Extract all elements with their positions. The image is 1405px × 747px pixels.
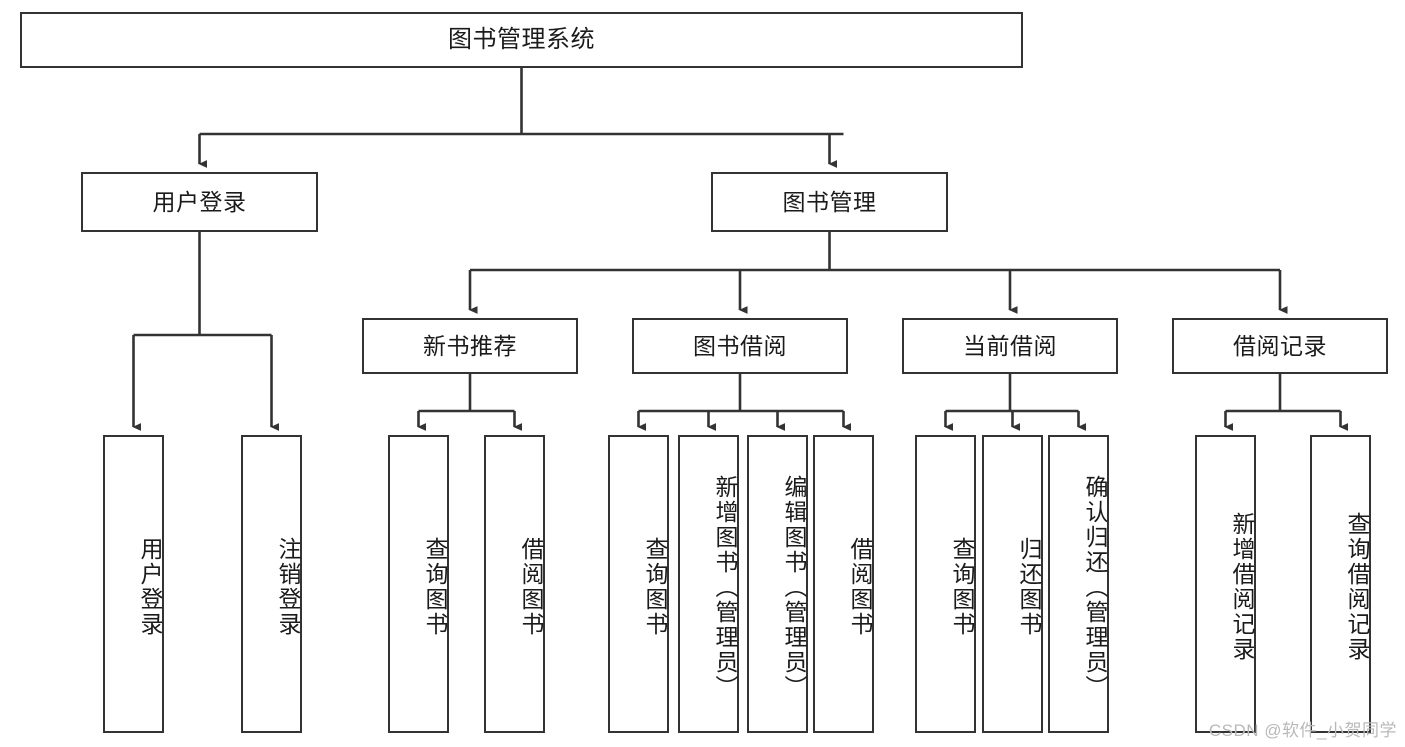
node-new-book-recommend-label: 新书推荐 [423,332,517,359]
leaf-logout-label: 注销登录 [275,537,301,637]
node-borrow-records[interactable]: 借阅记录 [1172,318,1388,374]
leaf-add-borrow-record-label: 新增借阅记录 [1229,512,1255,662]
csdn-watermark: CSDN @软件_小贺同学 [1208,721,1397,740]
leaf-query-book-borrow[interactable]: 查询图书 [608,435,669,733]
leaf-logout[interactable]: 注销登录 [241,435,302,733]
node-book-management-label: 图书管理 [782,188,877,215]
leaf-add-book[interactable]: 新增图书（管理员） [678,435,739,733]
leaf-add-book-label: 新增图书（管理员） [712,474,738,700]
node-root-label: 图书管理系统 [448,26,595,54]
leaf-edit-book-label: 编辑图书（管理员） [781,474,807,700]
leaf-add-borrow-record[interactable]: 新增借阅记录 [1195,435,1256,733]
leaf-query-book-borrow-label: 查询图书 [642,537,668,637]
node-new-book-recommend[interactable]: 新书推荐 [362,318,578,374]
leaf-query-book-new-label: 查询图书 [422,537,448,637]
leaf-borrow-book-label: 借阅图书 [847,537,873,637]
leaf-edit-book[interactable]: 编辑图书（管理员） [747,435,808,733]
leaf-query-book-current[interactable]: 查询图书 [915,435,976,733]
leaf-user-login[interactable]: 用户登录 [103,435,164,733]
leaf-borrow-book-new-label: 借阅图书 [518,537,544,637]
leaf-borrow-book-new[interactable]: 借阅图书 [484,435,545,733]
leaf-query-book-new[interactable]: 查询图书 [388,435,449,733]
node-user-login-label: 用户登录 [152,188,247,215]
node-book-borrow-label: 图书借阅 [693,332,787,359]
leaf-return-book[interactable]: 归还图书 [982,435,1043,733]
node-borrow-records-label: 借阅记录 [1233,332,1327,359]
leaf-confirm-return[interactable]: 确认归还（管理员） [1048,435,1109,733]
node-book-borrow[interactable]: 图书借阅 [632,318,848,374]
leaf-user-login-label: 用户登录 [137,537,163,637]
leaf-return-book-label: 归还图书 [1016,537,1042,637]
leaf-confirm-return-label: 确认归还（管理员） [1082,474,1108,700]
node-current-borrow[interactable]: 当前借阅 [902,318,1118,374]
node-root[interactable]: 图书管理系统 [20,12,1023,68]
node-current-borrow-label: 当前借阅 [963,332,1057,359]
leaf-query-book-current-label: 查询图书 [949,537,975,637]
leaf-query-borrow-record-label: 查询借阅记录 [1344,512,1370,662]
node-book-management[interactable]: 图书管理 [711,172,948,232]
leaf-query-borrow-record[interactable]: 查询借阅记录 [1310,435,1371,733]
leaf-borrow-book[interactable]: 借阅图书 [813,435,874,733]
node-user-login[interactable]: 用户登录 [81,172,318,232]
